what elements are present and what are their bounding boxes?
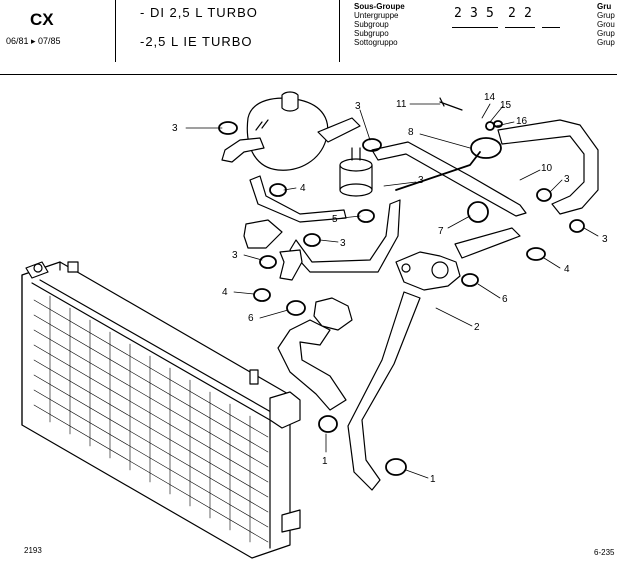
hose-small-upper — [243, 219, 283, 249]
radiator-core-fins — [33, 295, 269, 543]
hose-tank-top — [317, 117, 361, 143]
code-digit-2: 3 — [470, 6, 478, 21]
header-divider-2 — [339, 0, 340, 62]
callout-4-a: 4 — [300, 183, 306, 194]
part-callouts: 3 3 11 8 14 15 16 10 3 3 4 5 3 3 4 6 7 3… — [172, 92, 608, 485]
right-group-label-5: Grup — [597, 38, 615, 47]
thermostat-connector — [313, 297, 353, 331]
callout-4-b: 4 — [222, 287, 228, 298]
callout-3-f: 3 — [232, 250, 238, 261]
hose-tank-left — [221, 137, 265, 163]
callout-4-c: 4 — [564, 264, 570, 275]
date-range: 06/81 ▸ 07/85 — [6, 36, 61, 46]
header-divider-1 — [115, 0, 116, 62]
degassing-bottle — [339, 147, 373, 197]
callout-3-b: 3 — [355, 101, 361, 112]
hose-bottom-left — [277, 319, 347, 411]
callout-6-b: 6 — [502, 294, 508, 305]
engine-variant-2: -2,5 L IE TURBO — [140, 34, 253, 49]
callout-10: 10 — [541, 163, 553, 174]
radiator — [21, 261, 301, 559]
callout-14: 14 — [484, 92, 496, 103]
footer-page-ref: 6-235 — [594, 548, 615, 557]
engine-variant-1: - DI 2,5 L TURBO — [140, 5, 258, 20]
hose-bottom-main — [347, 291, 421, 491]
code-underline-3 — [542, 27, 560, 28]
callout-7: 7 — [438, 226, 444, 237]
callout-2: 2 — [474, 322, 480, 333]
callout-15: 15 — [500, 100, 512, 111]
hose-top-long — [371, 141, 527, 217]
code-digit-1: 2 — [454, 6, 462, 21]
bolt — [439, 97, 463, 111]
right-group-label-3: Grou — [597, 20, 615, 29]
callout-3-a: 3 — [172, 123, 178, 134]
callout-1-a: 1 — [322, 456, 328, 467]
group-label-it: Sottogruppo — [354, 38, 398, 47]
water-outlet-housing — [395, 251, 461, 291]
right-group-label-1: Gru — [597, 2, 612, 11]
group-label-de: Untergruppe — [354, 11, 399, 20]
code-digit-4: 2 — [508, 6, 516, 21]
callout-3-g: 3 — [602, 234, 608, 245]
group-label-es: Subgrupo — [354, 29, 389, 38]
callout-5: 5 — [332, 214, 338, 225]
hose-top-right — [497, 119, 599, 215]
right-group-label-4: Grup — [597, 29, 615, 38]
right-group-label-2: Grup — [597, 11, 615, 20]
header-bottom-rule — [0, 74, 617, 75]
hose-lower-right — [454, 227, 521, 259]
callout-3-d: 3 — [418, 175, 424, 186]
code-digit-5: 2 — [524, 6, 532, 21]
callout-6-a: 6 — [248, 313, 254, 324]
footer-left-ref: 2193 — [24, 546, 42, 555]
group-label-en: Subgroup — [354, 20, 389, 29]
callout-1-b: 1 — [430, 474, 436, 485]
callout-8: 8 — [408, 127, 414, 138]
hose-middle — [289, 199, 401, 273]
group-label-fr: Sous-Groupe — [354, 2, 405, 11]
hose-tank-lower — [249, 175, 347, 223]
hose-tap-left — [279, 249, 303, 281]
bleed-pipe — [395, 151, 481, 191]
code-digit-3: 5 — [486, 6, 494, 21]
callout-16: 16 — [516, 116, 528, 127]
hose-clamps — [218, 120, 585, 476]
callout-3-c: 3 — [564, 174, 570, 185]
expansion-tank — [246, 91, 329, 171]
model-name: CX — [30, 10, 54, 29]
leader-lines — [185, 103, 599, 479]
code-underline-2 — [505, 27, 535, 28]
callout-11: 11 — [396, 99, 407, 110]
code-underline-1 — [452, 27, 498, 28]
callout-3-e: 3 — [340, 238, 346, 249]
